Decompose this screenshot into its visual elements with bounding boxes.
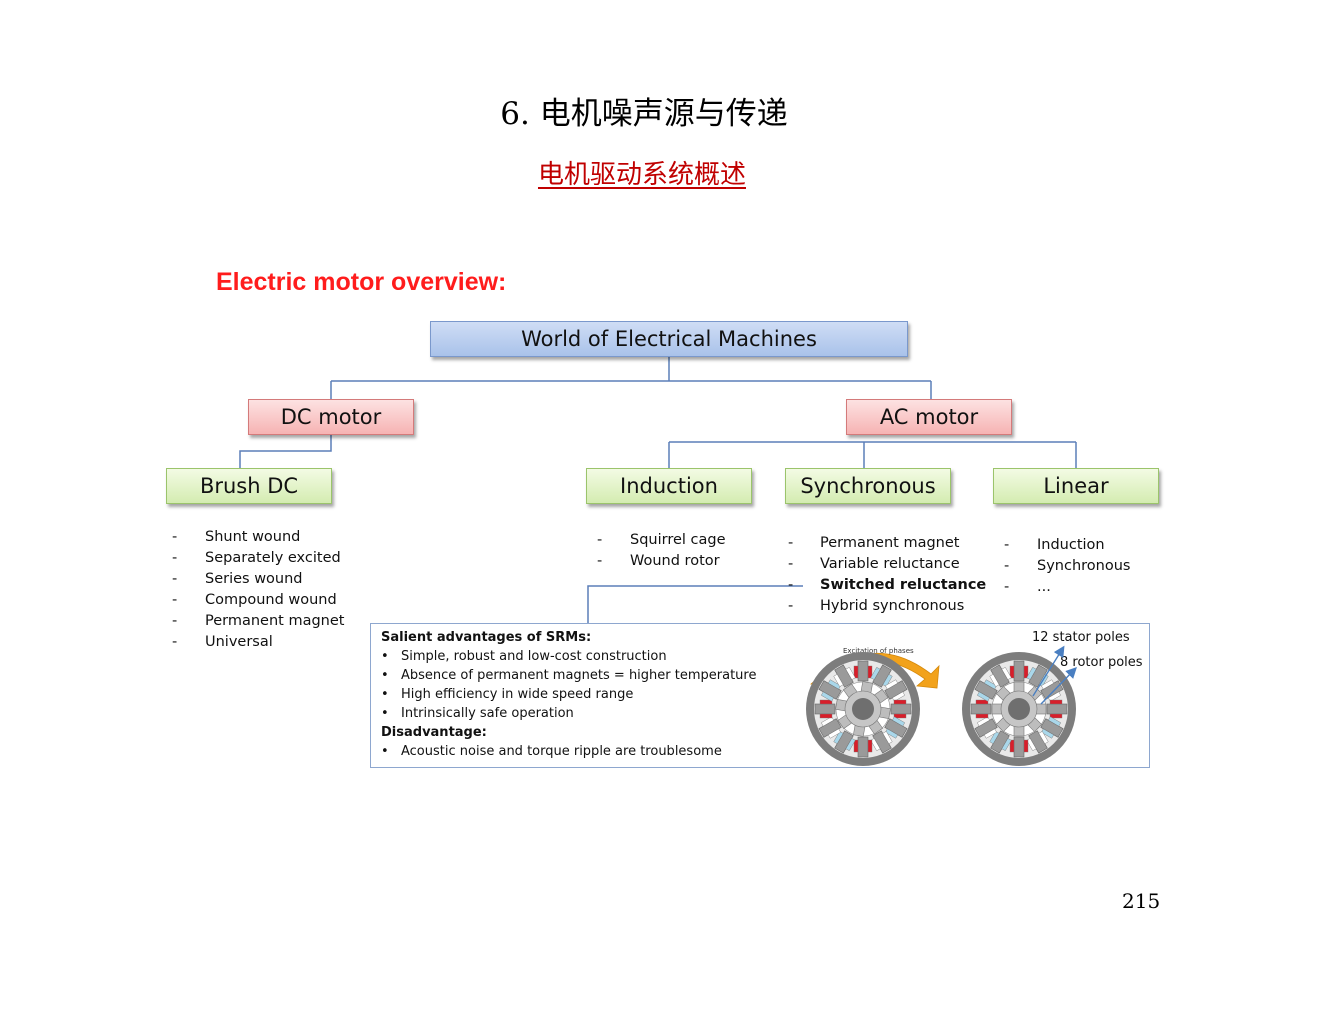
stator-pole — [853, 736, 873, 758]
node-brush-dc: Brush DC — [166, 468, 332, 504]
stator-pole — [1046, 699, 1068, 719]
excitation-label: Excitation of phases — [843, 647, 914, 655]
stator-pole — [818, 679, 842, 702]
srm-motor-right — [962, 652, 1076, 766]
disadvantage-heading: Disadvantage: — [381, 725, 487, 740]
list-item: -Wound rotor — [597, 553, 720, 569]
list-item: -Hybrid synchronous — [788, 598, 965, 614]
srm-info-panel: Salient advantages of SRMs: •Simple, rob… — [370, 623, 1150, 768]
synchronous-list: -Permanent magnet -Variable reluctance -… — [788, 535, 987, 619]
root-node-world-of-electrical-machines: World of Electrical Machines — [430, 321, 908, 357]
list-item: -Permanent magnet — [172, 613, 345, 629]
advantages-heading: Salient advantages of SRMs: — [381, 630, 592, 645]
node-dc-motor: DC motor — [248, 399, 414, 435]
stator-pole — [1026, 664, 1049, 688]
node-linear: Linear — [993, 468, 1159, 504]
node-ac-motor: AC motor — [846, 399, 1012, 435]
stator-pole — [884, 716, 908, 739]
list-item: -Series wound — [172, 571, 303, 587]
stator-pole — [989, 664, 1012, 688]
list-item-highlighted: -Switched reluctance — [788, 577, 987, 593]
shaft — [1008, 698, 1030, 720]
brush-dc-list: -Shunt wound -Separately excited -Series… — [172, 529, 372, 655]
linear-list: -Induction -Synchronous -... — [1004, 537, 1154, 600]
srm-diagram: Excitation of phases — [806, 645, 1077, 766]
stator-pole — [1026, 730, 1049, 754]
stator-pole — [974, 679, 998, 702]
stator-pole — [884, 679, 908, 702]
stator-pole — [974, 716, 998, 739]
node-induction: Induction — [586, 468, 752, 504]
rotor-pole-arrow — [1040, 666, 1077, 705]
list-item: -Universal — [172, 634, 273, 650]
stator-pole — [833, 664, 856, 688]
stator-pole — [1040, 716, 1064, 739]
stator-pole — [1009, 660, 1029, 682]
stator-pole — [1009, 736, 1029, 758]
stator-pole — [814, 699, 836, 719]
advantage-item: •Simple, robust and low-cost constructio… — [381, 649, 667, 664]
list-item: -Induction — [1004, 537, 1105, 553]
induction-list: -Squirrel cage -Wound rotor — [597, 532, 747, 574]
rotor-poles-label: 8 rotor poles — [1060, 655, 1143, 670]
stator-pole — [818, 716, 842, 739]
stator-pole — [970, 699, 992, 719]
shaft — [852, 698, 874, 720]
stator-pole-arrow — [1032, 645, 1065, 697]
srm-motor-left — [806, 652, 920, 766]
disadvantage-item: •Acoustic noise and torque ripple are tr… — [381, 744, 722, 759]
overview-heading: Electric motor overview: — [216, 268, 507, 296]
stator-pole — [989, 730, 1012, 754]
page-subtitle[interactable]: 电机驱动系统概述 — [0, 154, 1284, 191]
page-title: 6. 电机噪声源与传递 — [500, 96, 788, 132]
list-item: -Compound wound — [172, 592, 337, 608]
list-item: -Permanent magnet — [788, 535, 960, 551]
advantage-item: •Intrinsically safe operation — [381, 706, 574, 721]
list-item: -... — [1004, 579, 1051, 595]
list-item: -Variable reluctance — [788, 556, 960, 572]
list-item: -Separately excited — [172, 550, 341, 566]
stator-pole — [1040, 679, 1064, 702]
list-item: -Shunt wound — [172, 529, 301, 545]
subtitle-link[interactable]: 电机驱动系统概述 — [537, 160, 746, 190]
stator-pole — [870, 664, 893, 688]
stator-pole — [890, 699, 912, 719]
list-item: -Squirrel cage — [597, 532, 726, 548]
advantage-item: •Absence of permanent magnets = higher t… — [381, 668, 757, 683]
list-item: -Synchronous — [1004, 558, 1131, 574]
node-synchronous: Synchronous — [785, 468, 951, 504]
stator-pole — [833, 730, 856, 754]
stator-pole — [870, 730, 893, 754]
stator-pole — [853, 660, 873, 682]
stator-poles-label: 12 stator poles — [1032, 630, 1130, 645]
page-number: 215 — [1122, 889, 1161, 913]
advantage-item: •High efficiency in wide speed range — [381, 687, 634, 702]
